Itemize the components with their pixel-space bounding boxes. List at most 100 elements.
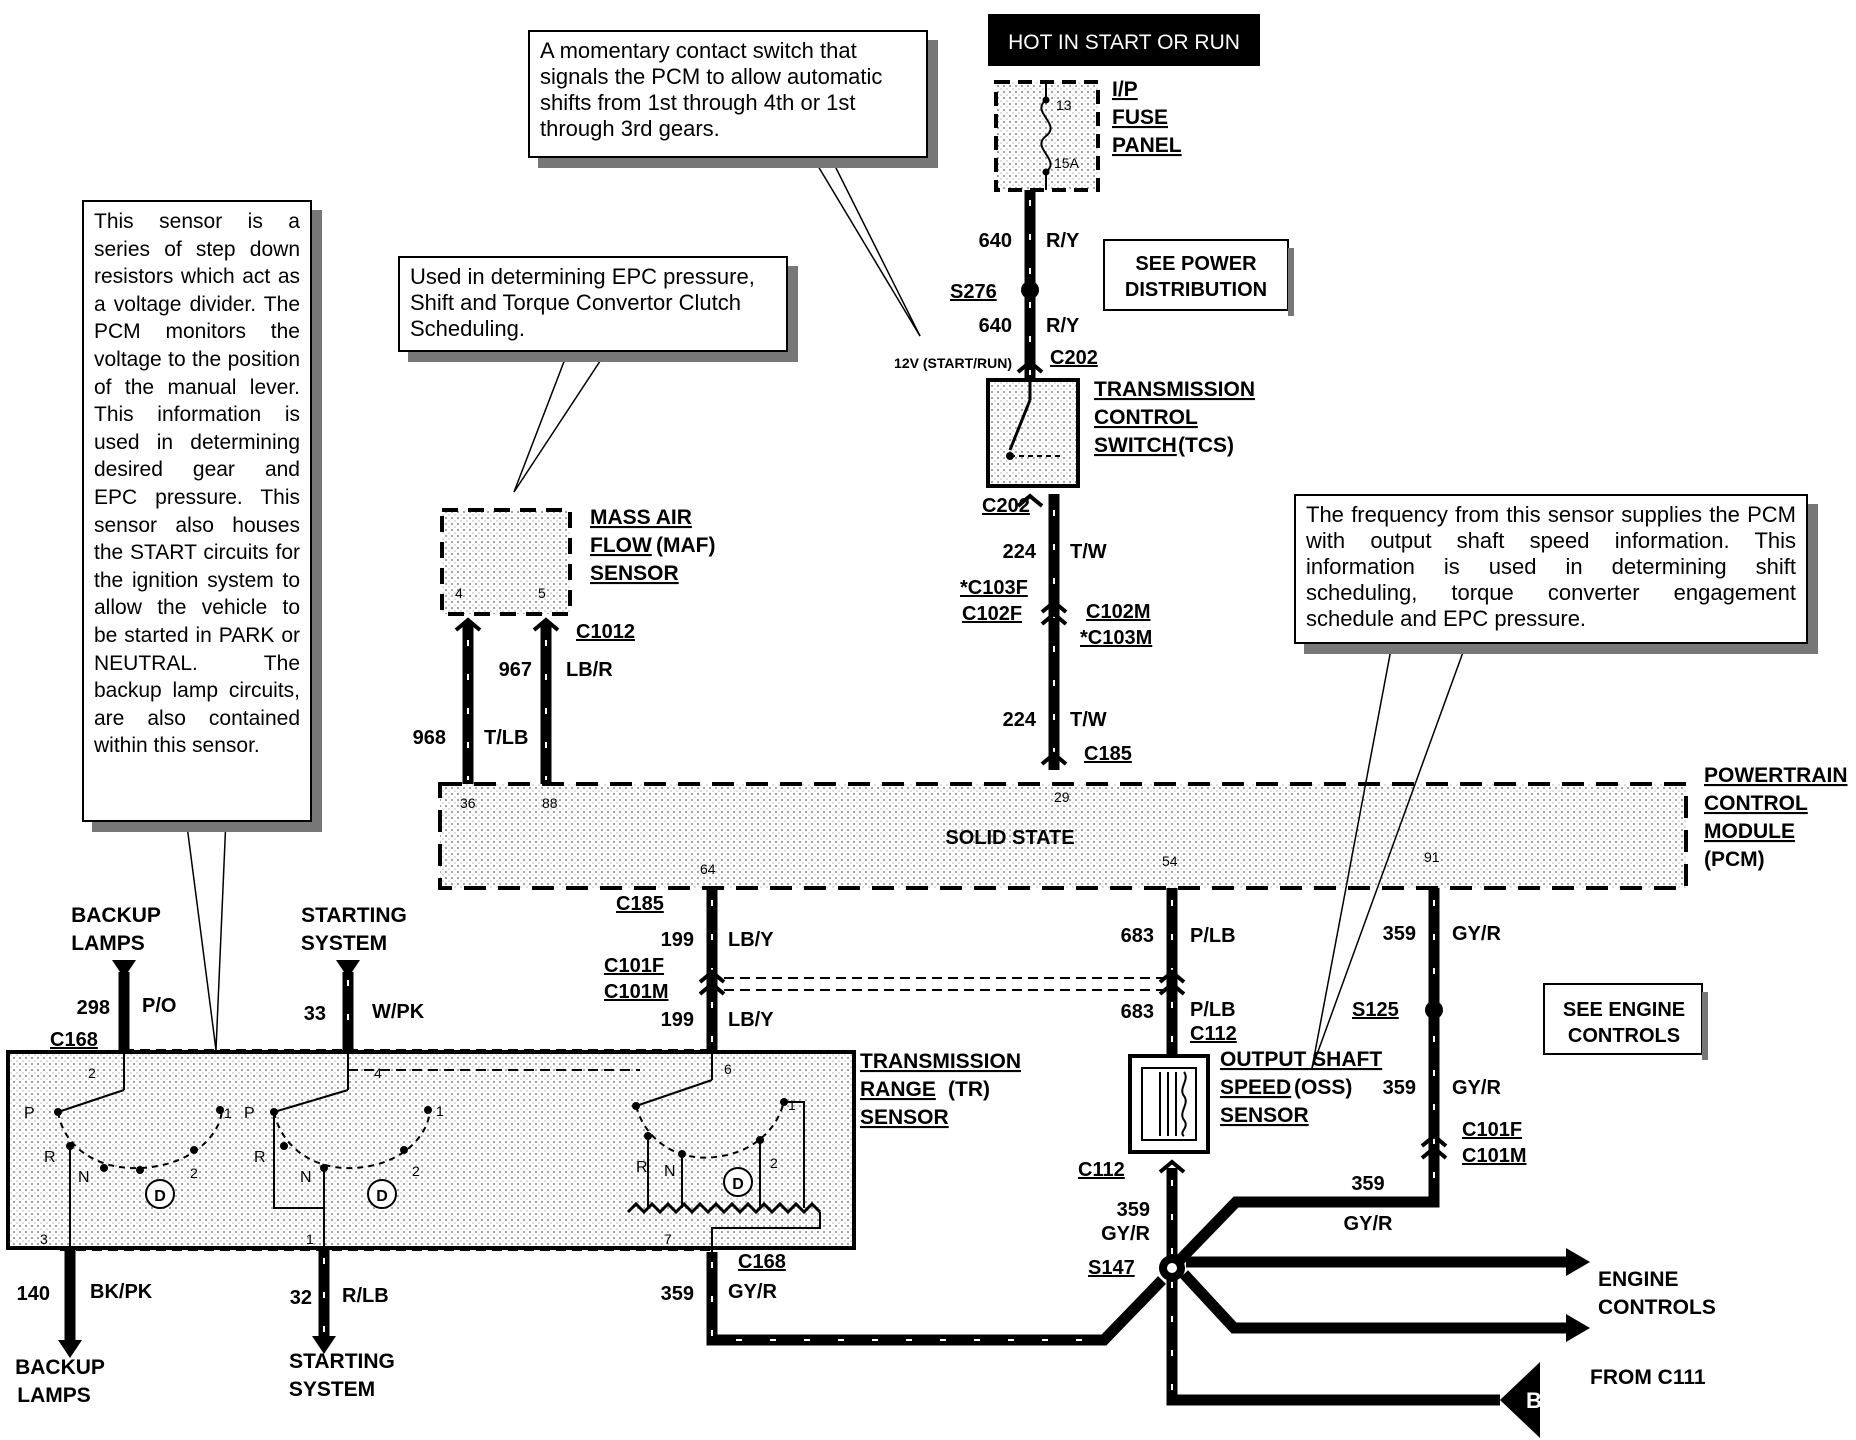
pointer-tr — [185, 817, 217, 1051]
wire-298-color: P/O — [142, 995, 176, 1017]
tr-g1-p: P — [24, 1105, 35, 1122]
pointer-oss — [1311, 643, 1393, 1069]
maf-label-2b: (MAF) — [656, 534, 715, 557]
callout-tcs: A momentary contact switch that signals … — [528, 30, 928, 158]
wire-199b-color: LB/Y — [728, 1009, 774, 1031]
callout-maf-text: Used in determining EPC pressure, Shift … — [410, 264, 755, 341]
wire-359a-color: GY/R — [1452, 923, 1501, 945]
tr-g3-pos-p — [632, 1102, 640, 1110]
tr-g2-n: N — [300, 1169, 312, 1186]
c101m-b-label: C101M — [1462, 1145, 1526, 1167]
s125-label: S125 — [1352, 999, 1399, 1021]
c103f-label: *C103F — [960, 577, 1028, 599]
see-power-box — [1103, 239, 1289, 311]
oss-label-1: OUTPUT SHAFT — [1220, 1048, 1382, 1071]
wire-199b-num: 199 — [661, 1009, 694, 1031]
tr-g1-pos-2 — [190, 1146, 198, 1154]
wire-359e-num: 359 — [661, 1283, 694, 1305]
c168b-label: C168 — [738, 1251, 786, 1273]
tr-box — [6, 1050, 856, 1250]
wire-359c-color: GY/R — [1344, 1213, 1393, 1235]
wire-359a-num: 359 — [1383, 923, 1416, 945]
wire-683b-color: P/LB — [1190, 999, 1236, 1021]
fuse-label-3: PANEL — [1112, 134, 1182, 157]
tr-label-1: TRANSMISSION — [860, 1050, 1021, 1073]
start-top-1: STARTING — [301, 904, 407, 927]
wire-359e-color: GY/R — [728, 1281, 777, 1303]
tr-g2-pos-1 — [424, 1106, 432, 1114]
tr-g1-pos-p — [54, 1108, 62, 1116]
wire-967-num: 967 — [499, 659, 532, 681]
tr-pin2: 2 — [88, 1065, 96, 1081]
tr-g2-2: 2 — [412, 1163, 420, 1179]
fuse-position: 13 — [1056, 97, 1072, 113]
tr-g3-1: 1 — [788, 1097, 796, 1113]
see-engine-box — [1543, 983, 1703, 1055]
start-bot-2: SYSTEM — [289, 1378, 375, 1401]
tr-g1-r: R — [44, 1149, 56, 1166]
tcs-label-3a: SWITCH — [1094, 434, 1177, 457]
tr-pin7: 7 — [664, 1231, 672, 1247]
c185a-label: C185 — [616, 893, 664, 915]
c185b-label: C185 — [1084, 743, 1132, 765]
c112a-label: C112 — [1190, 1023, 1237, 1045]
connector-b-icon — [1500, 1362, 1540, 1438]
callout-tcs-text: A momentary contact switch that signals … — [540, 38, 883, 141]
tr-g2-r: R — [254, 1149, 266, 1166]
backup-top-arrow — [112, 960, 136, 978]
wire-33-color: W/PK — [372, 1001, 425, 1023]
tr-g2-p: P — [244, 1105, 255, 1122]
pointer-tcs-2 — [819, 135, 921, 337]
tr-label-3: SENSOR — [860, 1106, 949, 1129]
tr-pin6: 6 — [724, 1061, 732, 1077]
s147-label: S147 — [1088, 1257, 1135, 1279]
start-bot-1: STARTING — [289, 1350, 395, 1373]
connector-c202a-icon — [1016, 359, 1044, 374]
c1012-label: C1012 — [576, 621, 635, 643]
tr-g3-2: 2 — [770, 1155, 778, 1171]
backup-bot-1: BACKUP — [15, 1356, 105, 1379]
c102m-label: C102M — [1086, 601, 1150, 623]
wire-32-color: R/LB — [342, 1285, 389, 1307]
splice-s276 — [1021, 281, 1039, 299]
see-engine-line2: CONTROLS — [1568, 1025, 1680, 1047]
backup-bot-arrow — [58, 1340, 82, 1358]
oss-label-2b: (OSS) — [1294, 1076, 1352, 1099]
c102f-label: C102F — [962, 603, 1022, 625]
tr-g1-2: 2 — [190, 1165, 198, 1181]
c202a-label: C202 — [1050, 347, 1098, 369]
wire-968-color: T/LB — [484, 727, 528, 749]
maf-label-1: MASS AIR — [590, 506, 692, 529]
tr-g3-d-circle — [723, 1167, 753, 1197]
c112b-label: C112 — [1078, 1159, 1125, 1181]
tr-label-2a: RANGE — [860, 1078, 936, 1101]
connector-b-letter: B — [1526, 1388, 1542, 1413]
tr-g3-return — [711, 1212, 821, 1252]
see-engine-shadow — [1702, 992, 1708, 1060]
wire-224b-color: T/W — [1070, 709, 1107, 731]
tr-pin1: 1 — [306, 1231, 314, 1247]
wire-640b-color: R/Y — [1046, 315, 1080, 337]
see-power-line2: DISTRIBUTION — [1125, 279, 1267, 301]
tr-g3-blade — [635, 1079, 713, 1107]
wire-359c-num: 359 — [1351, 1173, 1384, 1195]
wire-140-num: 140 — [17, 1283, 50, 1305]
wire-engine-2 — [1179, 1270, 1570, 1334]
connector-c101-mid-icon — [1158, 969, 1186, 996]
engine-controls-1: ENGINE — [1598, 1268, 1679, 1291]
pcm-pin54: 54 — [1162, 853, 1178, 869]
splice-s147-inner — [1167, 1263, 1177, 1273]
pcm-pin36: 36 — [460, 795, 476, 811]
wire-224b-num: 224 — [1003, 709, 1037, 731]
oss-label-2a: SPEED — [1220, 1076, 1291, 1099]
pointer-maf — [513, 345, 612, 493]
tcs-label-1: TRANSMISSION — [1094, 378, 1255, 401]
c101f-a-label: C101F — [604, 955, 664, 977]
callout-oss: The frequency from this sensor supplies … — [1294, 494, 1808, 644]
fuse-label-1: I/P — [1112, 78, 1138, 101]
tr-g1-pos-n — [100, 1164, 108, 1172]
tr-g1-blade — [57, 1089, 125, 1113]
v12-label: 12V (START/RUN) — [894, 355, 1012, 371]
